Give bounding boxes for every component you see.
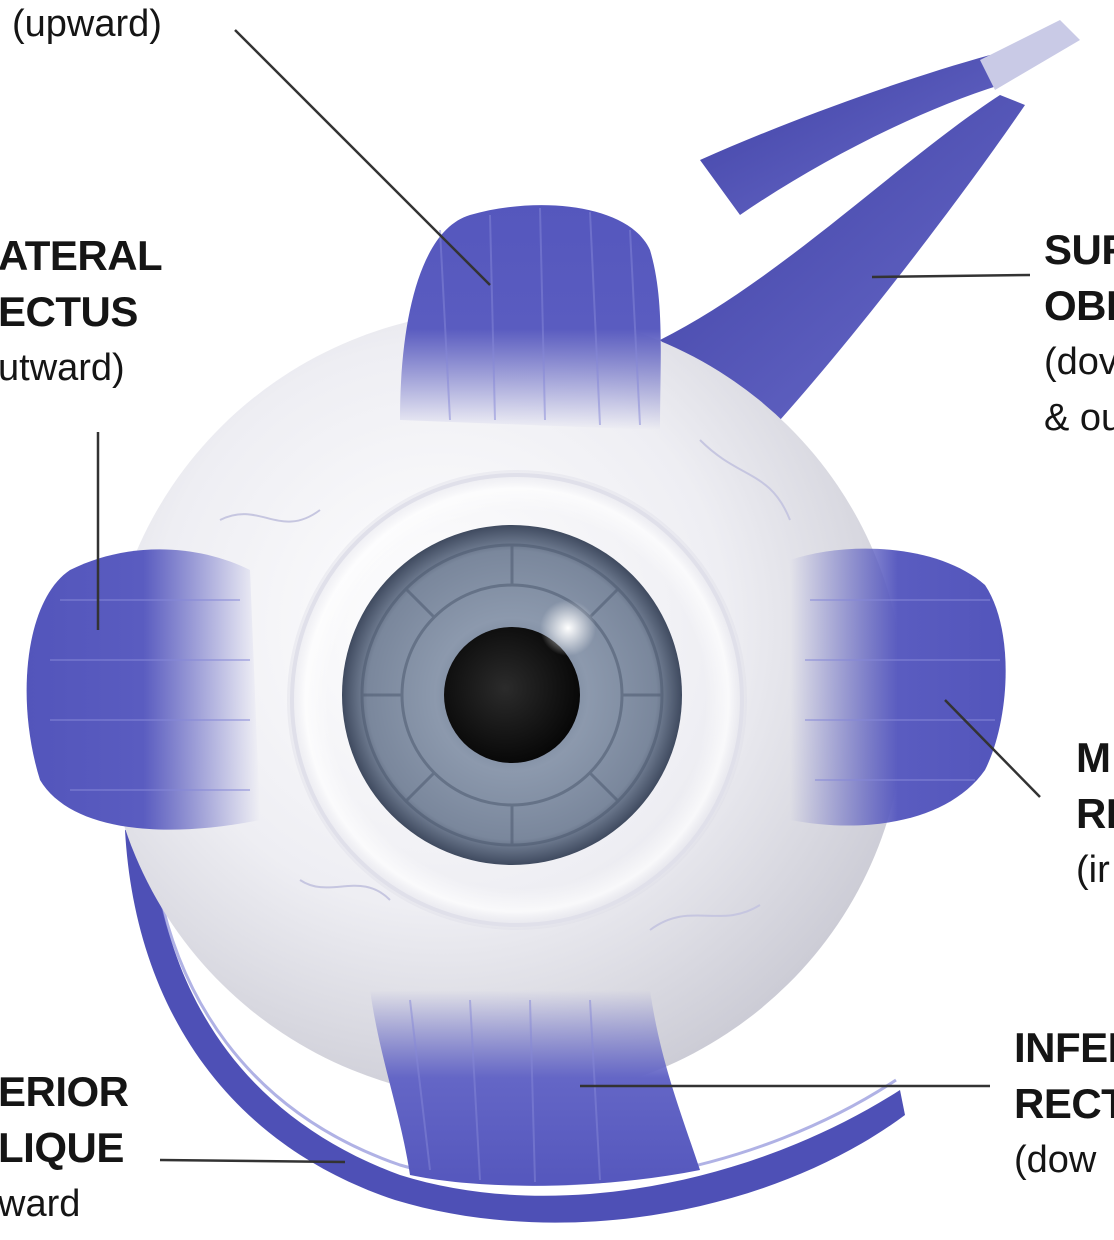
superior-oblique-action-2: & ou xyxy=(1044,390,1114,446)
superior-oblique-name-1: SUF xyxy=(1044,222,1114,278)
superior-rectus-action: (upward) xyxy=(12,0,162,52)
medial-rectus-name-1: M xyxy=(1076,730,1114,786)
lateral-rectus-name-2: ECTUS xyxy=(0,284,162,340)
inferior-rectus-name-2: RECT xyxy=(1014,1076,1114,1132)
label-lateral-rectus: ATERAL ECTUS utward) xyxy=(0,228,162,396)
label-medial-rectus: M RI (ir xyxy=(1076,730,1114,898)
label-superior-oblique: SUF OBL (dov & ou xyxy=(1044,222,1114,446)
superior-oblique-action-1: (dov xyxy=(1044,334,1114,390)
inferior-oblique-name-2: LIQUE xyxy=(0,1120,129,1176)
lateral-rectus-name-1: ATERAL xyxy=(0,228,162,284)
inferior-rectus-name-1: INFEI xyxy=(1014,1020,1114,1076)
lateral-rectus-action: utward) xyxy=(0,340,162,396)
superior-oblique-name-2: OBL xyxy=(1044,278,1114,334)
label-inferior-oblique: ERIOR LIQUE ward xyxy=(0,1064,129,1232)
medial-rectus-action: (ir xyxy=(1076,842,1114,898)
leader-line-superior-rectus xyxy=(235,30,490,285)
inferior-oblique-action: ward xyxy=(0,1176,129,1232)
lateral-rectus-muscle xyxy=(27,549,260,829)
superior-rectus-muscle xyxy=(400,205,661,430)
inferior-rectus-action: (dow xyxy=(1014,1132,1114,1188)
superior-oblique-muscle xyxy=(660,20,1080,420)
inferior-oblique-name-1: ERIOR xyxy=(0,1064,129,1120)
inferior-rectus-muscle xyxy=(370,990,700,1186)
medial-rectus-muscle xyxy=(790,549,1006,826)
label-inferior-rectus: INFEI RECT (dow xyxy=(1014,1020,1114,1188)
label-superior-rectus: (upward) xyxy=(12,0,162,52)
medial-rectus-name-2: RI xyxy=(1076,786,1114,842)
